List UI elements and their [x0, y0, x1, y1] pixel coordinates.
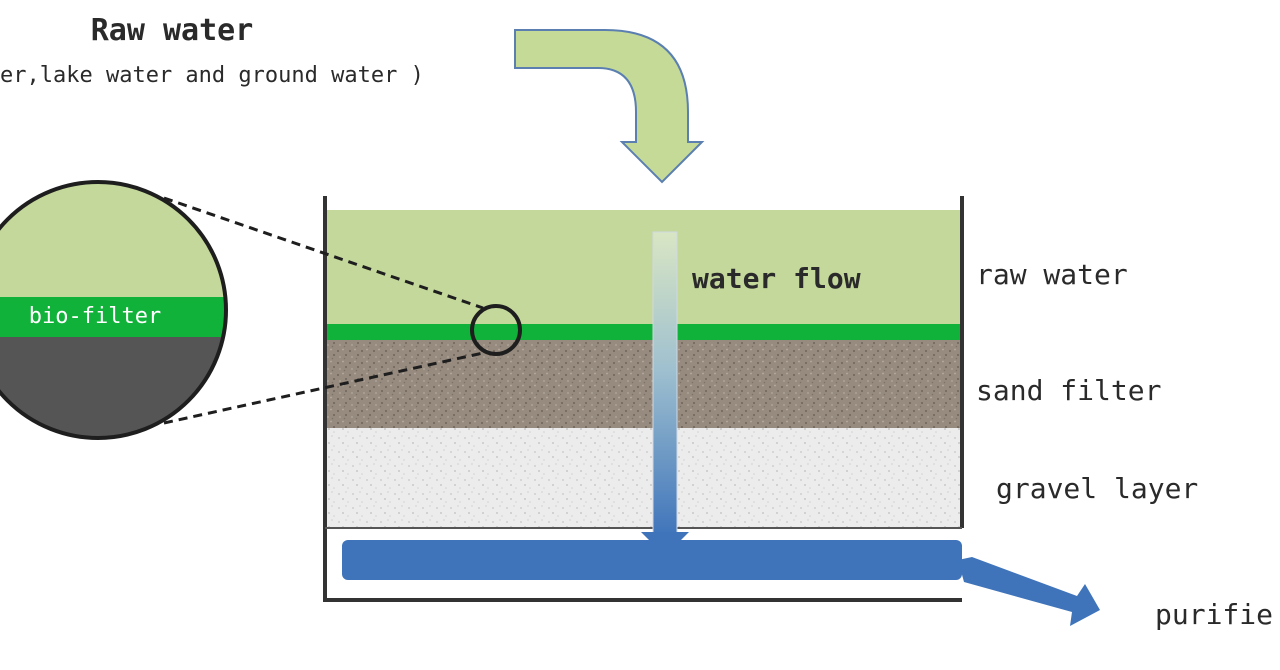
- bio-filter-layer: [326, 324, 960, 340]
- water-flow-label: water flow: [692, 262, 861, 295]
- collector-pipe: [342, 540, 962, 580]
- raw-water-subtitle: er,lake water and ground water ): [0, 63, 424, 88]
- water-flow-arrow: [652, 231, 678, 538]
- inset-raw-water: [0, 182, 226, 297]
- leader-line-bottom: [163, 351, 484, 425]
- gravel-layer-label: gravel layer: [996, 472, 1198, 505]
- inset-bio-filter-band: [0, 297, 226, 337]
- leader-line-top: [163, 196, 484, 310]
- raw-water-layer: [326, 210, 960, 326]
- raw-water-layer-label: raw water: [976, 258, 1128, 291]
- inlet-arrow: [514, 29, 705, 184]
- inset-circle-outline: [0, 180, 228, 440]
- purified-water-label: purifie: [1155, 598, 1273, 631]
- raw-water-title: Raw water: [91, 13, 254, 48]
- water-flow-arrowhead: [641, 532, 689, 556]
- tank-outline: [323, 196, 964, 602]
- sand-filter-label: sand filter: [976, 374, 1161, 407]
- sand-filter-layer: [326, 340, 960, 428]
- gravel-layer: [326, 428, 960, 528]
- outlet-arrow: [958, 557, 1100, 626]
- bio-filter-label: bio-filter: [29, 304, 161, 329]
- magnifier-circle: [470, 304, 522, 356]
- inset-sand: [0, 337, 226, 438]
